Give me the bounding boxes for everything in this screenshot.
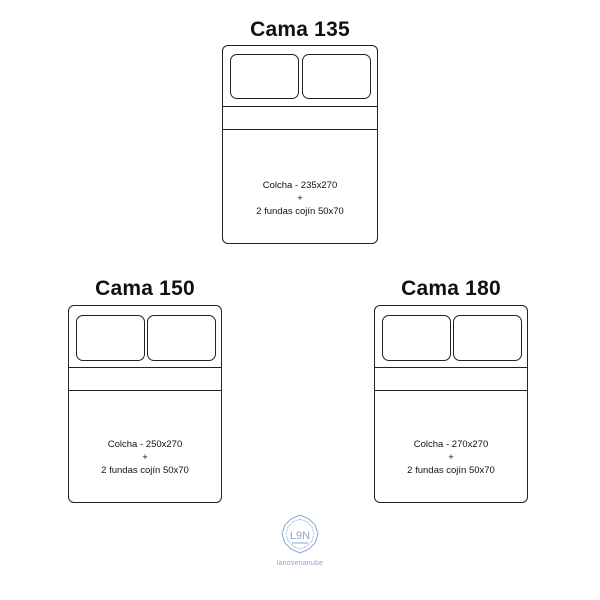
bed-135-sheet-fold [223, 106, 377, 130]
bed-150-frame: Colcha - 250x270 + 2 fundas cojín 50x70 [68, 305, 222, 503]
bed-150-plus: + [142, 452, 148, 463]
bed-135-pillow-left [230, 54, 299, 99]
bed-180-pillow-left [382, 315, 451, 361]
bed-180-title: Cama 180 [401, 277, 501, 300]
bed-150-title: Cama 150 [95, 277, 195, 300]
bed-135-pillow-right [302, 54, 371, 99]
bed-180-quilt-size: Colcha - 270x270 [413, 439, 489, 450]
bed-180-pillow-right [453, 315, 522, 361]
bed-150-quilt-size: Colcha - 250x270 [107, 439, 183, 450]
bed-135-frame: Colcha - 235x270 + 2 fundas cojín 50x70 [222, 45, 378, 244]
bed-150-pillow-left [76, 315, 145, 361]
bed-180-plus: + [448, 452, 454, 463]
bed-180-cushions: 2 fundas cojín 50x70 [407, 465, 495, 476]
bed-150-sheet-fold [69, 367, 221, 391]
bed-135-title: Cama 135 [250, 18, 350, 41]
bed-135-plus: + [297, 193, 303, 204]
bed-180-diagram: Cama 180 Colcha - 270x270 + 2 fundas coj… [374, 277, 528, 507]
brand-logo-name: lanovenanube [276, 560, 324, 567]
bed-180-frame: Colcha - 270x270 + 2 fundas cojín 50x70 [374, 305, 528, 503]
bed-135-quilt-size: Colcha - 235x270 [262, 180, 338, 191]
brand-logo-mark: L9N [290, 530, 310, 542]
bed-180-spec: Colcha - 270x270 + 2 fundas cojín 50x70 [375, 438, 527, 477]
bed-150-cushions: 2 fundas cojín 50x70 [101, 465, 189, 476]
bed-150-spec: Colcha - 250x270 + 2 fundas cojín 50x70 [69, 438, 221, 477]
bed-135-cushions: 2 fundas cojín 50x70 [256, 206, 344, 217]
bed-180-sheet-fold [375, 367, 527, 391]
bed-150-diagram: Cama 150 Colcha - 250x270 + 2 fundas coj… [68, 277, 222, 507]
brand-logo: L9N lanovenanube [260, 512, 340, 572]
bed-135-spec: Colcha - 235x270 + 2 fundas cojín 50x70 [223, 179, 377, 218]
bed-135-diagram: Cama 135 Colcha - 235x270 + 2 fundas coj… [222, 18, 378, 248]
bed-150-pillow-right [147, 315, 216, 361]
brand-logo-badge-icon: L9N [281, 514, 319, 554]
